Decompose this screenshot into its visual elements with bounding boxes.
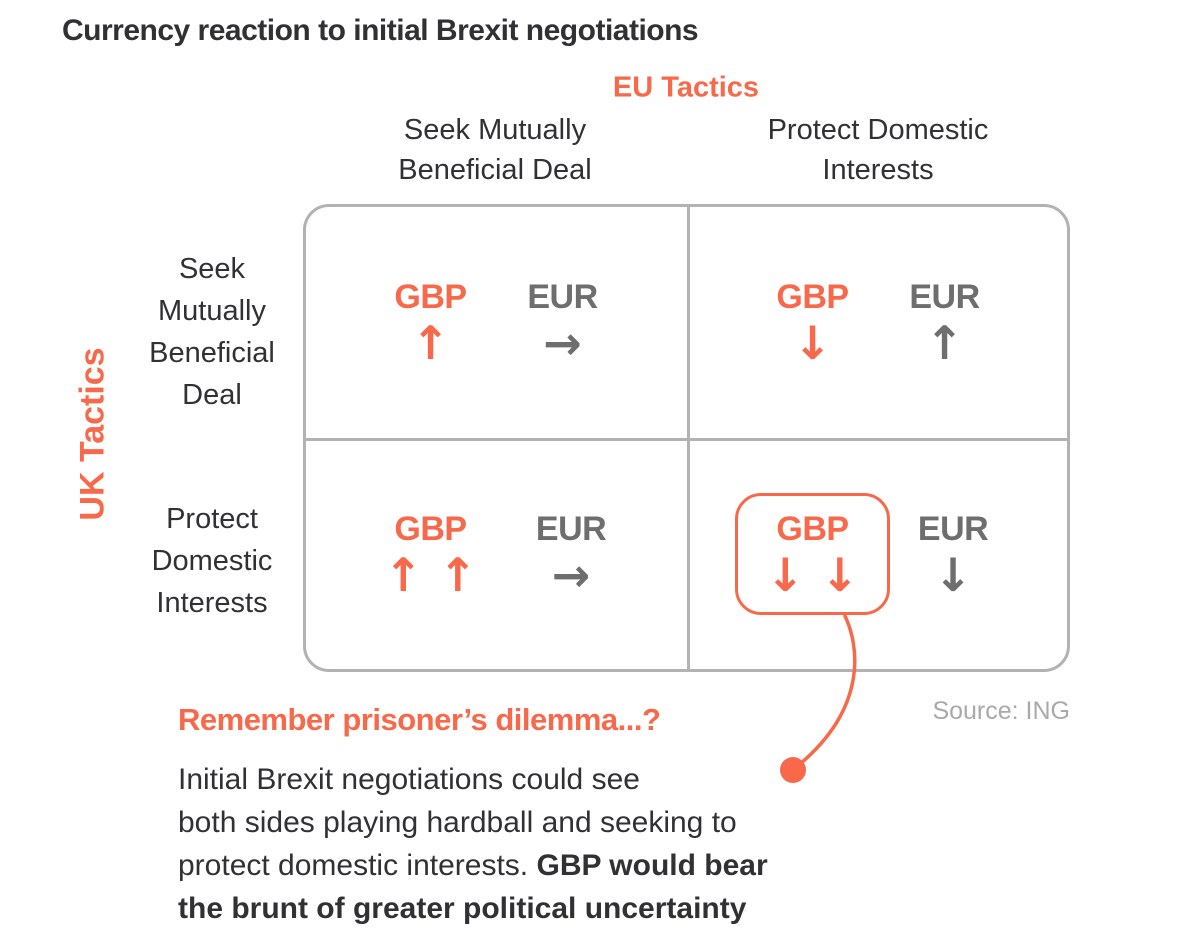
column-header-seek-deal: Seek Mutually Beneficial Deal (398, 114, 592, 186)
callout-bold-text: GBP would bear (536, 849, 768, 882)
row-header-seek-deal: Seek Mutually Beneficial Deal (149, 253, 275, 411)
eur-outcome: EUR → (533, 509, 609, 601)
gbp-outcome: GBP ↑ (393, 277, 469, 369)
callout-heading: Remember prisoner’s dilemma...? (178, 702, 661, 737)
gbp-down-arrow-icon: ↓ (793, 315, 832, 370)
gbp-outcome-highlighted: GBP ↓ ↓ (734, 493, 891, 615)
payoff-matrix-grid: GBP ↑ EUR → GBP ↓ EUR ↑ (303, 204, 1070, 672)
callout-body: Initial Brexit negotiations could see bo… (178, 758, 898, 930)
callout-body-line: protect domestic interests. GBP would be… (178, 849, 768, 882)
gbp-label: GBP (776, 277, 849, 316)
gbp-outcome: GBP ↓ (775, 277, 851, 369)
eu-tactics-axis-label: EU Tactics (612, 71, 760, 104)
eur-label: EUR (909, 277, 980, 316)
gbp-up-arrow-icon: ↑ (411, 315, 450, 370)
callout-body-line: the brunt of greater political uncertain… (178, 887, 898, 930)
gbp-label: GBP (776, 510, 849, 548)
callout-body-line: Initial Brexit negotiations could see (178, 763, 640, 796)
currency-pair: GBP ↓ ↓ EUR ↓ (734, 493, 991, 615)
gbp-outcome: GBP ↑ ↑ (384, 509, 477, 601)
cell-uk-seek-eu-seek: GBP ↑ EUR → (306, 207, 687, 438)
callout-body-line: both sides playing hardball and seeking … (178, 806, 737, 839)
row-header-protect-interests: Protect Domestic Interests (151, 503, 273, 619)
eur-label: EUR (527, 277, 598, 316)
cell-uk-protect-eu-protect: GBP ↓ ↓ EUR ↓ (690, 441, 1067, 669)
eur-right-arrow-icon: → (543, 315, 582, 370)
eur-label: EUR (917, 510, 989, 548)
currency-pair: GBP ↑ ↑ EUR → (384, 509, 609, 601)
callout-bold-text: the brunt of greater political uncertain… (178, 892, 747, 925)
grid-horizontal-divider (306, 438, 1067, 441)
eur-outcome: EUR ↓ (915, 509, 991, 601)
gbp-double-up-arrow-icon: ↑ ↑ (383, 548, 478, 602)
eur-down-arrow-icon: ↓ (933, 548, 973, 602)
currency-pair: GBP ↑ EUR → (393, 277, 601, 369)
eur-label: EUR (535, 510, 607, 548)
eur-up-arrow-icon: ↑ (925, 315, 964, 370)
gbp-double-down-arrow-icon: ↓ ↓ (765, 548, 860, 602)
eur-right-arrow-icon: → (551, 548, 591, 602)
cell-uk-seek-eu-protect: GBP ↓ EUR ↑ (690, 207, 1067, 438)
gbp-label: GBP (394, 277, 467, 316)
source-credit: Source: ING (932, 697, 1070, 725)
gbp-label: GBP (394, 510, 467, 548)
column-header-protect-interests: Protect Domestic Interests (767, 114, 989, 186)
figure-title: Currency reaction to initial Brexit nego… (62, 14, 699, 47)
eur-outcome: EUR ↑ (907, 277, 983, 369)
eur-outcome: EUR → (525, 277, 601, 369)
currency-pair: GBP ↓ EUR ↑ (775, 277, 983, 369)
cell-uk-protect-eu-seek: GBP ↑ ↑ EUR → (306, 441, 687, 669)
